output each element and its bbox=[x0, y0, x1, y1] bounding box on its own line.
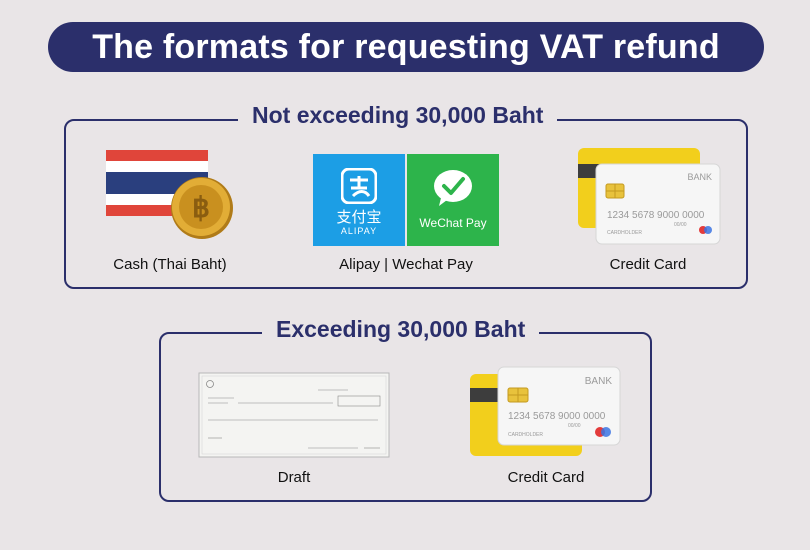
card-number-label-2: 1234 5678 9000 0000 bbox=[508, 411, 606, 422]
wechat-pay-label: WeChat Pay bbox=[419, 216, 487, 230]
bank-draft-cheque-icon bbox=[198, 372, 390, 458]
alipay-wechat-caption: Alipay | Wechat Pay bbox=[339, 256, 473, 273]
svg-text:฿: ฿ bbox=[192, 192, 210, 223]
card-holder-label-2: CARDHOLDER bbox=[508, 432, 543, 438]
card-valid-label-2: 00/00 bbox=[568, 423, 581, 429]
credit-card-icon: BANK 1234 5678 9000 0000 CARDHOLDER 00/0… bbox=[470, 366, 621, 456]
wechat-pay-icon bbox=[434, 170, 472, 206]
page-title: The formats for requesting VAT refund bbox=[48, 22, 764, 72]
alipay-chinese-label: 支付宝 bbox=[336, 208, 382, 226]
credit-card-caption-1: Credit Card bbox=[609, 256, 687, 273]
thai-flag-baht-coin-icon: ฿ bbox=[106, 150, 233, 239]
section-exceeding-heading: Exceeding 30,000 Baht bbox=[262, 316, 540, 343]
credit-card-icon: BANK 1234 5678 9000 0000 CARDHOLDER 00/0… bbox=[578, 148, 721, 245]
alipay-label: ALIPAY bbox=[340, 226, 378, 236]
card-valid-label: 00/00 bbox=[674, 222, 687, 228]
card-bank-label: BANK bbox=[687, 172, 712, 182]
credit-card-caption-2: Credit Card bbox=[507, 469, 585, 486]
cash-caption: Cash (Thai Baht) bbox=[113, 256, 227, 273]
card-bank-label-2: BANK bbox=[585, 376, 613, 387]
draft-caption: Draft bbox=[277, 469, 311, 486]
wechat-pay-logo: WeChat Pay bbox=[407, 154, 499, 246]
card-number-label: 1234 5678 9000 0000 bbox=[607, 210, 705, 221]
alipay-logo: 支付宝 ALIPAY bbox=[313, 154, 405, 246]
card-holder-label: CARDHOLDER bbox=[607, 230, 642, 236]
alipay-icon bbox=[341, 168, 377, 204]
section-not-exceeding-heading: Not exceeding 30,000 Baht bbox=[238, 102, 558, 129]
